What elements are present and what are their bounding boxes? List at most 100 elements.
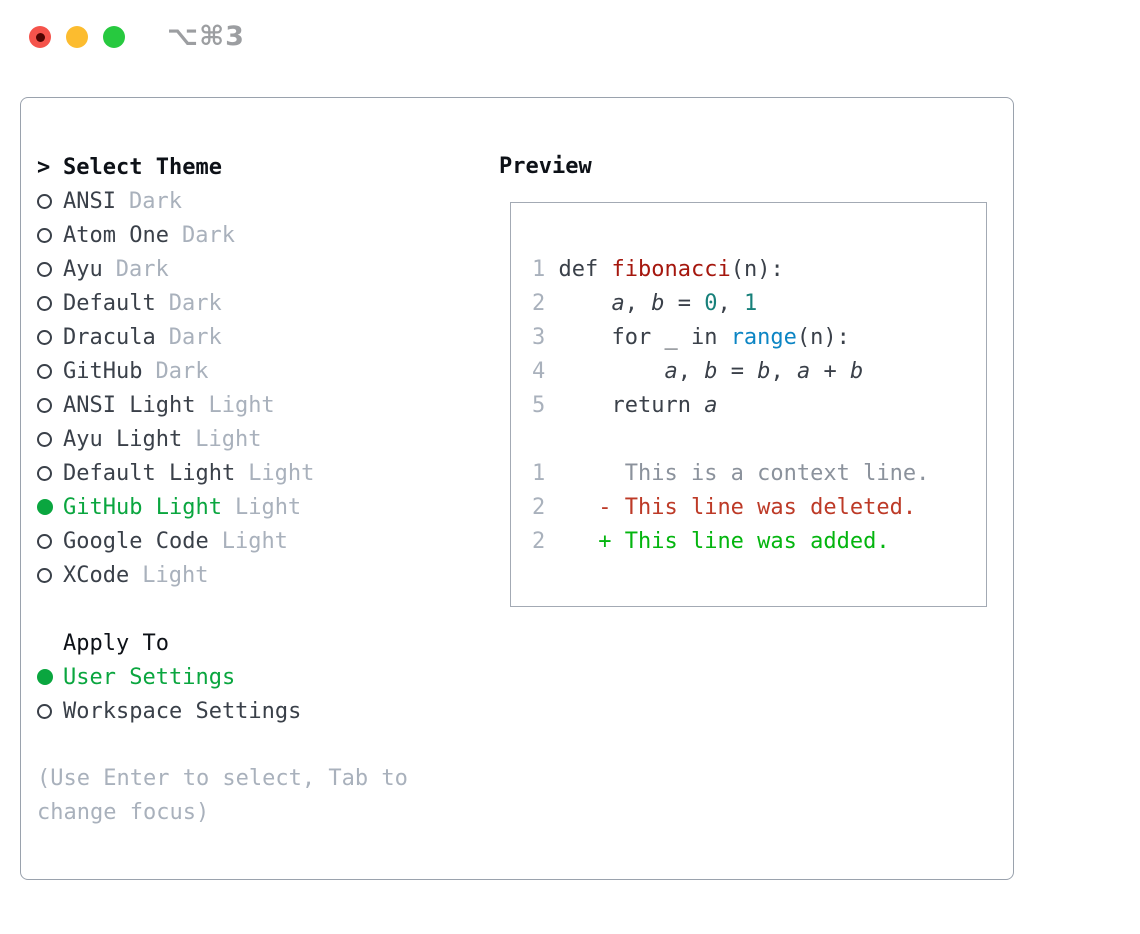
theme-option-github-light[interactable]: GitHub Light Light (37, 490, 408, 524)
code-segment-plain: for _ in (558, 325, 731, 350)
line-number: 2 (532, 291, 559, 316)
theme-option-default-light[interactable]: Default Light Light (37, 456, 408, 490)
code-segment-plain: , (770, 359, 797, 384)
code-segment-var: a (664, 359, 678, 384)
line-number: 2 (532, 529, 559, 554)
radio-selected-icon (37, 669, 53, 685)
code-segment-plain: , (717, 291, 744, 316)
code-segment-var: b (651, 291, 665, 316)
radio-cell (37, 227, 63, 243)
radio-cell (37, 397, 63, 413)
theme-variant-tag: Dark (128, 188, 182, 214)
theme-option-ansi[interactable]: ANSI Dark (37, 184, 408, 218)
code-segment-var: b (704, 359, 718, 384)
theme-variant-tag: Light (142, 562, 209, 588)
code-line: 4 a, b = b, a + b (532, 355, 929, 389)
code-line: 3 for _ in range(n): (532, 321, 929, 355)
select-theme-title: Select Theme (63, 154, 222, 180)
theme-variant-tag: Light (208, 392, 275, 418)
code-segment-var: a (704, 393, 718, 418)
apply-option-user-settings[interactable]: User Settings (37, 660, 408, 694)
code-line (532, 423, 929, 457)
radio-unselected-icon (37, 261, 52, 277)
hint-text-line: change focus) (37, 800, 210, 825)
code-segment-lit: 1 (743, 291, 758, 316)
radio-cell (37, 261, 63, 277)
radio-unselected-icon (37, 329, 52, 345)
radio-cell (37, 193, 63, 209)
radio-cell (37, 329, 63, 345)
theme-variant-tag: Dark (155, 358, 209, 384)
code-segment-plain: def (558, 257, 612, 282)
theme-variant-tag: Dark (168, 324, 222, 350)
maximize-button[interactable] (103, 26, 125, 48)
radio-selected-icon (37, 499, 53, 515)
radio-cell (37, 499, 63, 515)
radio-cell (37, 295, 63, 311)
theme-name: ANSI Light (63, 392, 196, 418)
theme-variant-tag: Light (195, 426, 262, 452)
radio-cell (37, 533, 63, 549)
code-segment-plain (559, 359, 665, 384)
radio-unselected-icon (37, 295, 52, 311)
code-segment-context: This is a context line. (558, 461, 930, 486)
code-segment-lit: 0 (704, 291, 718, 316)
code-segment-plain: , (624, 291, 652, 316)
theme-variant-tag: Dark (168, 290, 222, 316)
code-segment-var: b (757, 359, 771, 384)
radio-unselected-icon (37, 397, 52, 413)
radio-cell (37, 669, 63, 685)
code-segment-plain: + (810, 359, 850, 384)
preview-title: Preview (499, 154, 592, 179)
radio-unselected-icon (37, 465, 52, 481)
line-number: 1 (532, 257, 559, 282)
code-segment-plain: = (717, 359, 758, 384)
radio-unselected-icon (37, 227, 52, 243)
code-segment-plain: return (558, 393, 705, 418)
theme-name: ANSI (63, 188, 116, 214)
spacer (37, 592, 408, 626)
theme-name: GitHub (63, 358, 143, 384)
radio-cell (37, 567, 63, 583)
theme-variant-tag: Light (248, 460, 315, 486)
radio-unselected-icon (37, 431, 52, 447)
theme-variant-tag: Light (234, 494, 302, 520)
apply-option-label: User Settings (63, 664, 236, 690)
code-segment-deleted: - This line was deleted. (558, 495, 917, 520)
apply-option-workspace-settings[interactable]: Workspace Settings (37, 694, 408, 728)
line-number: 3 (532, 325, 559, 350)
window-title: ⌥⌘3 (167, 21, 245, 52)
radio-cell (37, 703, 63, 719)
cursor-arrow-icon: > (37, 154, 51, 180)
theme-option-default[interactable]: Default Dark (37, 286, 408, 320)
minimize-button[interactable] (66, 26, 88, 48)
spacer (37, 728, 408, 762)
code-segment-builtin: range (730, 325, 797, 350)
code-line: 1 This is a context line. (532, 457, 929, 491)
hint-text-line: (Use Enter to select, Tab to (37, 766, 408, 791)
code-segment-var: a (611, 291, 625, 316)
code-segment-plain: (n): (730, 257, 784, 282)
code-segment-added: + This line was added. (558, 529, 890, 554)
theme-option-ansi-light[interactable]: ANSI Light Light (37, 388, 408, 422)
theme-name: GitHub Light (63, 494, 222, 520)
code-line: 2 a, b = 0, 1 (532, 287, 929, 321)
close-button[interactable] (29, 26, 51, 48)
theme-option-github[interactable]: GitHub Dark (37, 354, 408, 388)
code-line: 2 - This line was deleted. (532, 491, 929, 525)
radio-unselected-icon (37, 193, 52, 209)
theme-name: Default (63, 290, 156, 316)
theme-name: Default Light (63, 460, 236, 486)
